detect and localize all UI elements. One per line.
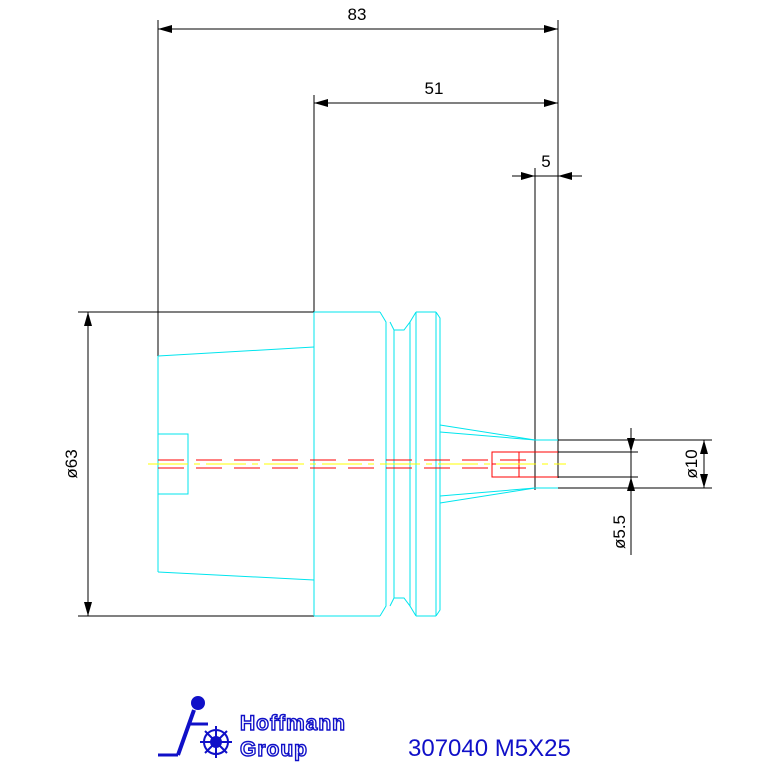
dim-5-label: 5	[541, 152, 550, 171]
logo-figure-icon	[158, 696, 232, 758]
dimension-arrowheads	[84, 25, 708, 616]
dim-5-5-label: ø5.5	[610, 515, 629, 549]
dim-10-label: ø10	[682, 449, 701, 478]
dim-51-label: 51	[425, 79, 444, 98]
hoffmann-logo: Hoffmann Group	[158, 696, 346, 762]
dimension-lines	[78, 20, 712, 617]
part-code: 307040 M5X25	[408, 735, 571, 762]
brand-line2: Group	[240, 738, 308, 761]
dim-63-label: ø63	[62, 449, 81, 478]
brand-line1: Hoffmann	[240, 712, 346, 735]
dim-83-label: 83	[348, 5, 367, 24]
